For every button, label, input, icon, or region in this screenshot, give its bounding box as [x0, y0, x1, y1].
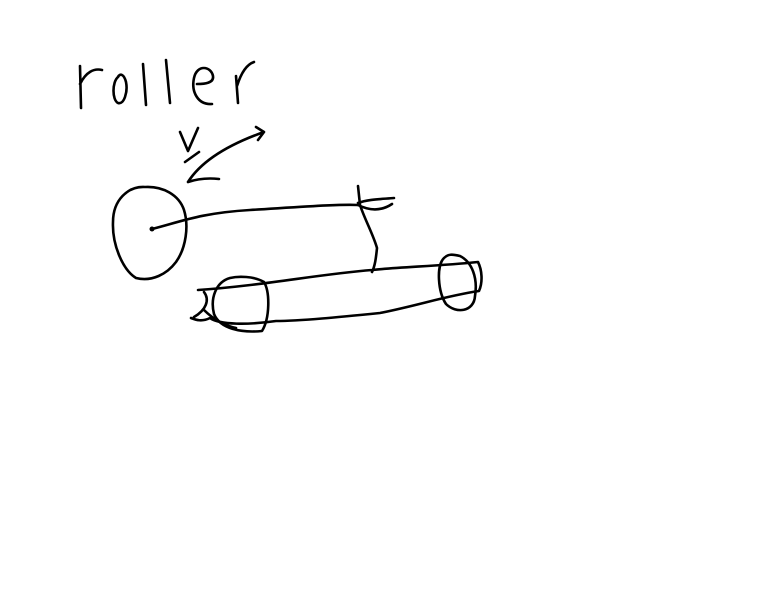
left-tip-mark [192, 290, 238, 330]
roller-cylinder-body [189, 260, 483, 325]
connector-bracket [356, 184, 379, 274]
letter-r-1 [78, 64, 104, 110]
velocity-v-mark [178, 126, 201, 164]
letter-l-1 [141, 62, 148, 107]
letter-r-2 [234, 60, 256, 105]
title-roller: roller [78, 58, 256, 110]
letter-e [192, 66, 215, 106]
roller-end-circle [111, 185, 188, 281]
right-end-cap [437, 253, 478, 312]
letter-o [112, 73, 128, 105]
left-end-cap [211, 275, 270, 333]
letter-l-2 [164, 58, 172, 105]
velocity-arrow [186, 125, 266, 184]
velocity-annotation [178, 125, 266, 184]
radius-line [150, 203, 360, 231]
roller-side-view [189, 253, 483, 333]
